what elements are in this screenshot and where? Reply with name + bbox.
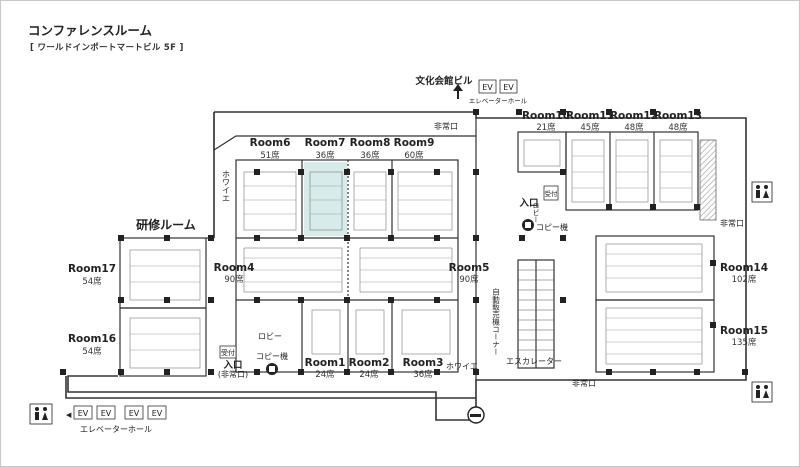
page-subtitle: [ ワールドインポートマートビル 5F ]	[30, 43, 184, 53]
room3-seats: 36席	[413, 369, 433, 380]
room4-name[interactable]: Room4	[214, 262, 255, 274]
entrance-label[interactable]: 入口	[222, 360, 242, 371]
room9-seats: 60席	[404, 150, 424, 161]
copier-icon	[522, 219, 534, 231]
room15-name[interactable]: Room15	[720, 325, 768, 337]
ev-label: EV	[78, 409, 89, 418]
room5-seats: 90席	[459, 274, 479, 285]
ev-label: EV	[101, 409, 112, 418]
room7-seats: 36席	[315, 150, 335, 161]
reception-label-right: 受付	[545, 189, 559, 198]
copier-icon	[266, 363, 278, 375]
room6-seats: 51席	[260, 150, 280, 161]
reception-box-right	[543, 185, 559, 201]
room2-seats: 24席	[359, 369, 379, 380]
room3-name[interactable]: Room3	[403, 357, 444, 369]
emergency-exit-top: 非常口	[434, 121, 458, 131]
door-arrow-left: ◀	[66, 411, 72, 419]
room10-name[interactable]: Room10	[522, 110, 570, 122]
ev-label: EV	[129, 409, 140, 418]
ev-top: EV EV エレベーターホール	[469, 79, 528, 105]
smoking-icon	[467, 406, 485, 424]
copier-label-right: コピー機	[536, 222, 568, 232]
bunka-building-label: 文化会館ビル	[414, 75, 473, 87]
room17-name[interactable]: Room17	[68, 263, 116, 275]
room15-seats: 135席	[732, 337, 757, 348]
room8-name[interactable]: Room8	[350, 137, 391, 149]
vending-corner-label: 自動販売機コーナー	[491, 287, 500, 356]
entrance-right-label[interactable]: 入口	[518, 198, 538, 209]
room14-name[interactable]: Room14	[720, 262, 768, 274]
room11-name[interactable]: Room11	[566, 110, 614, 122]
hoyer-label-vertical: ホワイエ	[222, 170, 231, 202]
emergency-exit-bottom: 非常口	[572, 378, 596, 388]
ev-label: EV	[482, 83, 493, 92]
copier-label: コピー機	[256, 351, 288, 361]
room6-name[interactable]: Room6	[250, 137, 291, 149]
emergency-exit-right: 非常口	[720, 218, 744, 228]
reception-label: 受付	[221, 348, 235, 357]
room10-seats: 21席	[536, 122, 556, 133]
room16-name[interactable]: Room16	[68, 333, 116, 345]
ev-label: EV	[503, 83, 514, 92]
page-title: コンファレンスルーム	[28, 23, 153, 38]
restroom-icon	[29, 403, 53, 425]
room8-seats: 36席	[360, 150, 380, 161]
room4-seats: 90席	[224, 274, 244, 285]
ev-bottom: EV EV EV EV ◀ エレベーターホール	[66, 405, 167, 434]
room11-seats: 45席	[580, 122, 600, 133]
hoyer-label: ホワイエ	[446, 362, 478, 371]
lobby-right-label: ロビー	[532, 202, 540, 223]
room7-highlight	[304, 162, 347, 236]
pillars	[60, 109, 748, 375]
up-arrow-icon	[453, 84, 463, 99]
room2-name[interactable]: Room2	[349, 357, 390, 369]
escalator	[518, 269, 554, 351]
escalator-label: エスカレーター	[506, 357, 562, 366]
room12-seats: 48席	[624, 122, 644, 133]
restroom-icon	[751, 181, 773, 203]
elevator-hall-top-label: エレベーターホール	[469, 96, 528, 105]
lobby-label: ロビー	[258, 332, 282, 341]
service-area	[699, 139, 717, 221]
room16-seats: 54席	[82, 346, 102, 357]
seat-lines	[130, 155, 702, 355]
room1-seats: 24席	[315, 369, 335, 380]
room7-name[interactable]: Room7	[305, 137, 346, 149]
room13-seats: 48席	[668, 122, 688, 133]
room13-name[interactable]: Room13	[654, 110, 702, 122]
reception-box	[219, 345, 237, 359]
room1-name[interactable]: Room1	[305, 357, 346, 369]
ev-label: EV	[152, 409, 163, 418]
room14-seats: 102席	[732, 274, 757, 285]
room9-name[interactable]: Room9	[394, 137, 435, 149]
room12-name[interactable]: Room12	[610, 110, 658, 122]
room5-name[interactable]: Room5	[449, 262, 490, 274]
restroom-icon	[751, 381, 773, 403]
elevator-hall-bottom-label: エレベーターホール	[80, 425, 152, 434]
entrance-sub-label: (非常口)	[218, 369, 248, 379]
training-room-heading: 研修ルーム	[136, 217, 196, 232]
room17-seats: 54席	[82, 276, 102, 287]
